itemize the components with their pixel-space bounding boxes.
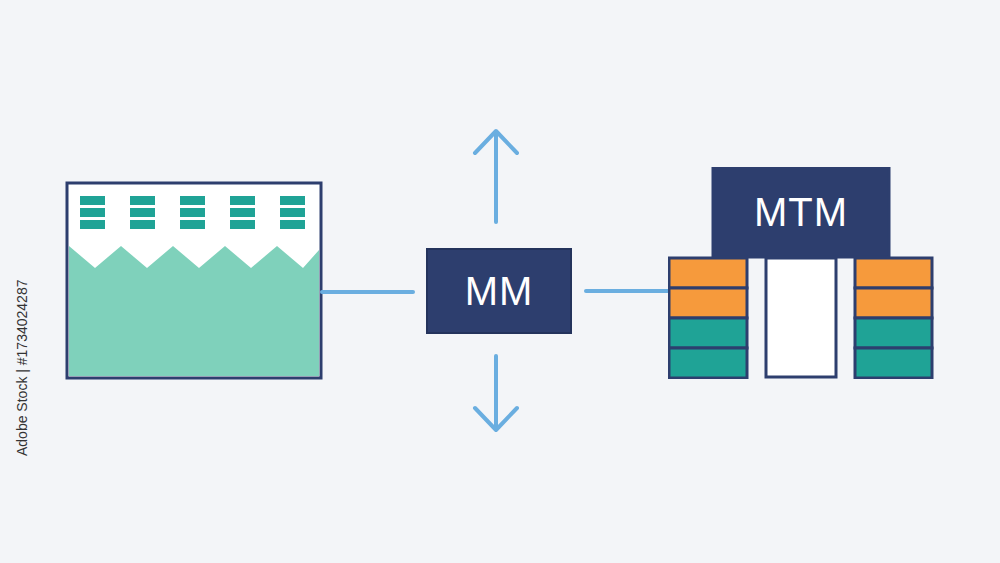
- box-label: MTM: [754, 190, 848, 235]
- watermark-id: Adobe Stock | #1734024287: [14, 280, 30, 456]
- box-label: MM: [465, 269, 534, 314]
- connector: [586, 289, 668, 293]
- process-box: MM: [426, 248, 572, 334]
- building-box: MTM: [668, 167, 934, 379]
- data-blocks: [80, 196, 305, 229]
- link-line: [322, 290, 413, 294]
- container-panel: [67, 183, 321, 378]
